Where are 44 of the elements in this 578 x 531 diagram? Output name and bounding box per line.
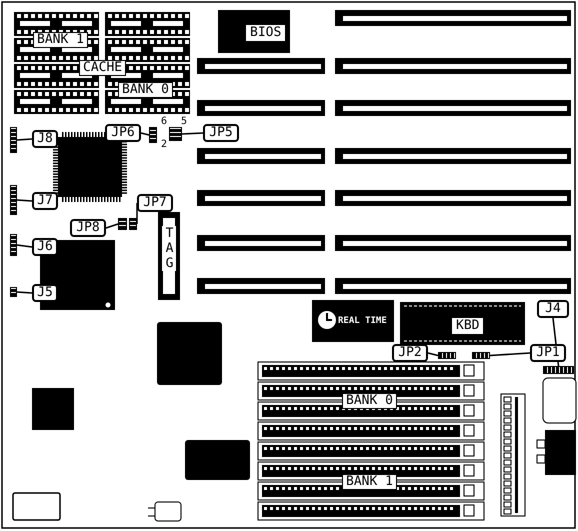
- bank-label: BANK 1: [342, 474, 397, 490]
- callout-label: J8: [32, 130, 58, 148]
- pin-header: [472, 352, 490, 359]
- leader-line: [140, 132, 150, 136]
- bank-label: BANK 0: [118, 82, 173, 98]
- pin-number: 6: [161, 115, 168, 129]
- callout-label: J4: [537, 300, 569, 318]
- callout-label: JP6: [105, 124, 141, 142]
- pin-header: [129, 218, 137, 230]
- pin-number: 2: [161, 138, 168, 152]
- leader-line: [16, 291, 32, 294]
- pin-header: [10, 234, 17, 256]
- chip-label: CACHE: [79, 60, 126, 76]
- pin-header: [543, 366, 574, 374]
- leader-line: [16, 244, 32, 248]
- callout-label: JP1: [530, 344, 566, 362]
- pin-header: [10, 127, 17, 153]
- bank-label: BANK 1: [33, 32, 88, 48]
- leader-line: [106, 223, 118, 229]
- bank-label: BANK 0: [342, 393, 397, 409]
- callout-label: J5: [32, 284, 58, 302]
- pin-header: [169, 127, 182, 141]
- pin-number: 5: [181, 115, 188, 129]
- callout-label: JP8: [70, 219, 106, 237]
- callout-label: JP5: [203, 124, 239, 142]
- leader-line: [16, 199, 32, 202]
- leader-line: [16, 138, 32, 141]
- callout-label: J6: [32, 238, 58, 256]
- pin-header: [438, 352, 456, 359]
- callout-label: JP2: [392, 344, 428, 362]
- pin-header: [10, 287, 17, 297]
- leader-line: [490, 352, 530, 356]
- chip-label: REAL TIME: [338, 315, 387, 328]
- pin-header: [149, 127, 157, 143]
- callout-label: JP7: [137, 194, 173, 212]
- leader-line: [428, 352, 438, 356]
- leader-line: [136, 203, 138, 224]
- pin-header: [118, 218, 127, 230]
- chip-label: KBD: [452, 318, 484, 334]
- callout-label: J7: [32, 192, 58, 210]
- chip-label: BIOS: [246, 25, 286, 41]
- pin-header: [10, 185, 17, 215]
- leader-line: [182, 132, 204, 135]
- chip-label: TAG: [162, 226, 176, 271]
